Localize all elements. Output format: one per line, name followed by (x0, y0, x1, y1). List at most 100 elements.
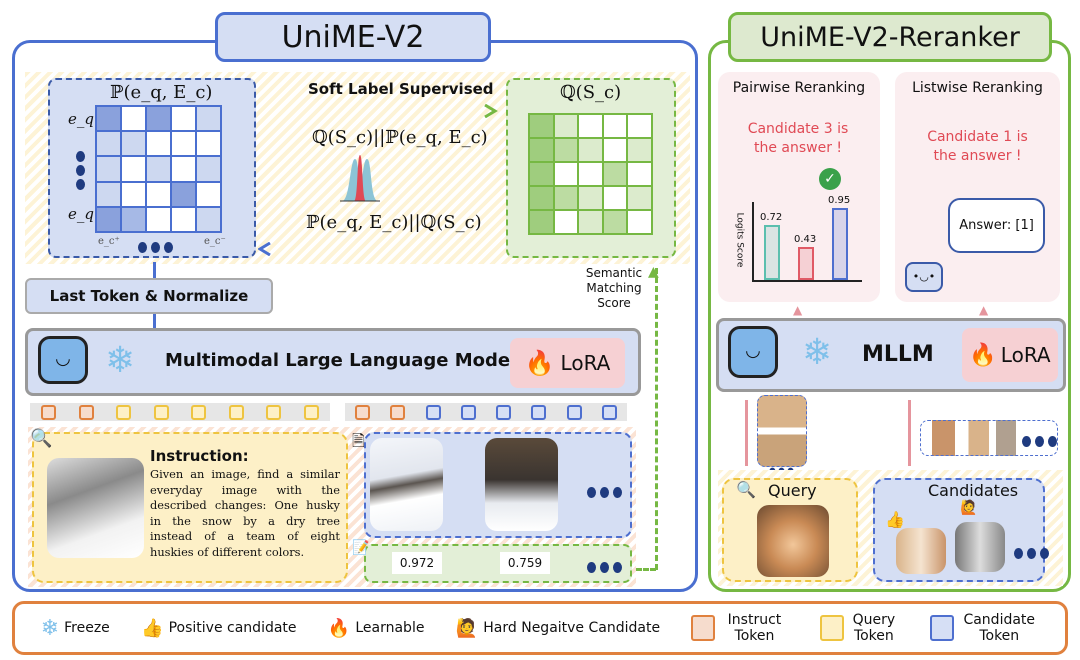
col-label-right: e_c⁻ (204, 236, 226, 247)
forward-arrow (265, 104, 498, 118)
matrix-cell (172, 107, 195, 131)
reranker-lora-box: 🔥 LoRA (962, 328, 1058, 382)
legend-positive-label: Positive candidate (168, 620, 297, 636)
instruction-text: Given an image, find a similar everyday … (150, 467, 340, 559)
matrix-cell (554, 115, 578, 137)
matrix-cell (197, 107, 220, 131)
listwise-answer: Candidate 1 is the answer ! (927, 129, 1028, 164)
legend-candidate-token: Candidate Token (930, 612, 1039, 644)
matrix-cell (97, 182, 120, 206)
legend-freeze-label: Freeze (64, 620, 110, 636)
query-token-row (30, 403, 330, 421)
candidates-label: Candidates (928, 481, 1019, 500)
y-axis-label: Logits Score (734, 212, 745, 268)
row-label-top: e_q (68, 110, 94, 128)
matrix-cell (579, 163, 602, 185)
matrix-cell (628, 163, 651, 185)
mllm-label: Multimodal Large Language Model (165, 350, 517, 371)
instruction-title: Instruction: (150, 447, 249, 465)
robot-icon: ◡ (728, 326, 778, 378)
matrix-cell (579, 211, 602, 233)
matrix-cell (172, 132, 195, 156)
matrix-cell (97, 207, 120, 231)
pairwise-answer: Candidate 3 is the answer ! (747, 121, 849, 156)
semantic-score-arrow (655, 268, 658, 570)
candidate-token (496, 404, 512, 420)
check-icon: ✓ (819, 168, 841, 190)
col-dots (136, 238, 175, 257)
col-label-left: e_c⁺ (98, 236, 120, 247)
pairwise-input-arrow (745, 400, 748, 466)
p-matrix-label: ℙ(e_q, E_c) (110, 82, 213, 103)
candidate-token (566, 404, 582, 420)
kl-top: ℚ(S_c)||ℙ(e_q, E_c) (312, 127, 488, 148)
snowflake-icon: ❄ (105, 340, 136, 381)
last-token-box: Last Token & Normalize (25, 278, 273, 314)
pairwise-title: Pairwise Reranking (732, 80, 866, 96)
query-label: Query (768, 481, 817, 500)
candidate-token (531, 404, 547, 420)
candidate-hamster-2 (955, 522, 1005, 572)
matrix-cell (628, 211, 651, 233)
q-matrix-grid (528, 113, 653, 235)
flame-icon: 🔥 (969, 342, 997, 368)
query-token-swatch (819, 615, 844, 641)
query-token (303, 404, 319, 420)
matrix-cell (554, 163, 578, 185)
matrix-cell (628, 115, 651, 137)
pair-inputs (757, 395, 807, 467)
instruct-token (355, 404, 371, 420)
search-icon: 🔍 (736, 480, 756, 499)
semantic-score-label: Semantic Matching Score (585, 266, 643, 310)
matrix-cell (530, 187, 553, 209)
matrix-cell (122, 132, 145, 156)
candidate-hamster-1 (896, 528, 946, 574)
search-icon: 🔍 (30, 428, 53, 449)
legend-instruct-label: Instruct Token (727, 612, 782, 644)
query-token (228, 404, 244, 420)
candidate-token (425, 404, 441, 420)
q-matrix-label: ℚ(S_c) (560, 82, 622, 103)
bar-value-label: 0.43 (794, 234, 817, 246)
matrix-cell (530, 115, 553, 137)
matrix-cell (97, 107, 120, 131)
chart-bar (764, 225, 780, 280)
reranker-lora-label: LoRA (1000, 343, 1051, 367)
candidate-token-row (345, 403, 627, 421)
matrix-cell (530, 211, 553, 233)
query-token (153, 404, 169, 420)
listwise-title: Listwise Reranking (912, 80, 1043, 96)
candidate-photo-1 (370, 438, 443, 531)
positive-candidate-icon: 👍 (885, 510, 905, 529)
matrix-cell (172, 207, 195, 231)
husky-team-photo (47, 458, 144, 558)
legend: ❄Freeze 👍Positive candidate 🔥Learnable 🙋… (12, 601, 1068, 655)
instruct-token (78, 404, 94, 420)
matrix-cell (197, 132, 220, 156)
matrix-cell (172, 157, 195, 181)
kl-bottom: ℙ(e_q, E_c)||ℚ(S_c) (306, 212, 482, 233)
matrix-cell (97, 157, 120, 181)
more-candidates (585, 483, 624, 502)
legend-learnable: 🔥Learnable (328, 618, 425, 639)
matrix-cell (530, 139, 553, 161)
hard-negative-icon: 🙋 (960, 500, 978, 516)
soft-label-text: Soft Label Supervised (308, 80, 494, 98)
more-list-items (1020, 432, 1059, 451)
matrix-cell (122, 207, 145, 231)
legend-instruct-token: Instruct Token (691, 612, 788, 644)
row-label-bottom: e_q (68, 205, 94, 223)
unime-v2-title: UniME-V2 (215, 12, 491, 62)
matrix-cell (147, 132, 170, 156)
score-1: 0.972 (392, 552, 442, 574)
more-scores (585, 558, 624, 577)
matrix-cell (603, 139, 627, 161)
legend-query-label: Query Token (852, 612, 896, 644)
candidate-photo-2 (485, 438, 558, 531)
snowflake-icon: ❄ (40, 615, 60, 641)
score-icon: 📝 (352, 540, 370, 556)
matrix-cell (197, 157, 220, 181)
query-token (191, 404, 207, 420)
matrix-cell (197, 207, 220, 231)
